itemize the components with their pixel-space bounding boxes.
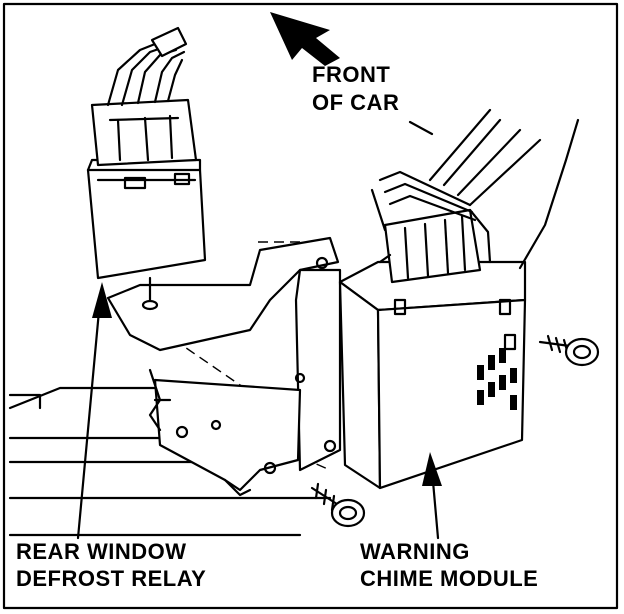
module-vent-slots	[477, 348, 517, 410]
chime-label-line1: WARNING	[360, 539, 470, 564]
lower-screw	[310, 482, 366, 528]
mounting-bracket	[106, 236, 342, 497]
right-screw	[538, 334, 600, 367]
relay-leader-arrow	[76, 282, 112, 540]
defrost-relay	[86, 26, 207, 302]
chime-module	[338, 108, 580, 490]
chime-leader-arrow	[422, 452, 442, 540]
front-of-car-arrow	[270, 12, 434, 136]
relay-label-line2: DEFROST RELAY	[16, 566, 206, 591]
relay-label-line1: REAR WINDOW	[16, 539, 186, 564]
front-label-line1: FRONT	[312, 62, 390, 87]
frame-border	[2, 2, 619, 610]
chime-label-line2: CHIME MODULE	[360, 566, 538, 591]
front-label-line2: OF CAR	[312, 90, 399, 115]
